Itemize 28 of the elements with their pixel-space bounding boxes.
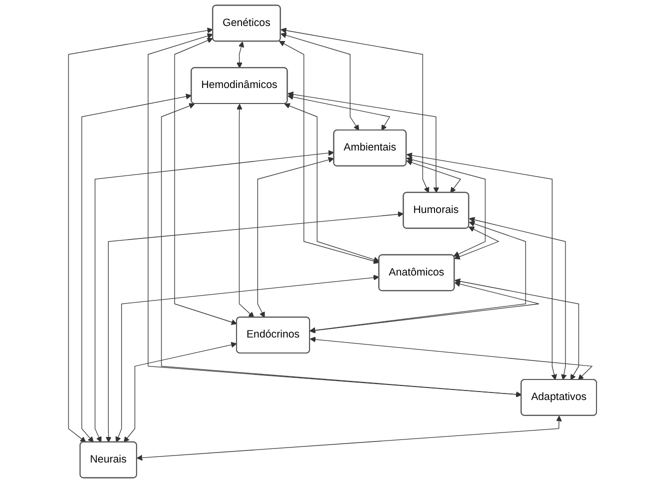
arrow [257,156,334,318]
arrow [94,150,334,442]
arrow [288,94,390,131]
arrow [115,274,380,442]
arrow [280,32,360,131]
arrow [148,33,522,398]
arrow [310,281,540,334]
arrow [236,41,244,68]
arrow [406,152,557,380]
arrow [236,104,254,318]
arrow [174,38,238,325]
arrow [468,216,567,380]
arrow [454,278,580,380]
arrow [81,94,192,442]
arrow [68,28,213,442]
arrow [310,336,593,380]
arrow [406,160,462,193]
arrow [288,92,440,193]
arrow [310,221,526,334]
arrow [406,156,486,257]
arrow [284,103,380,262]
arrow [124,342,237,442]
arrow [454,226,500,260]
arrow [280,28,430,193]
arrow [161,103,522,398]
arrow [106,211,404,442]
arrow [136,416,562,461]
arrow [278,40,380,264]
